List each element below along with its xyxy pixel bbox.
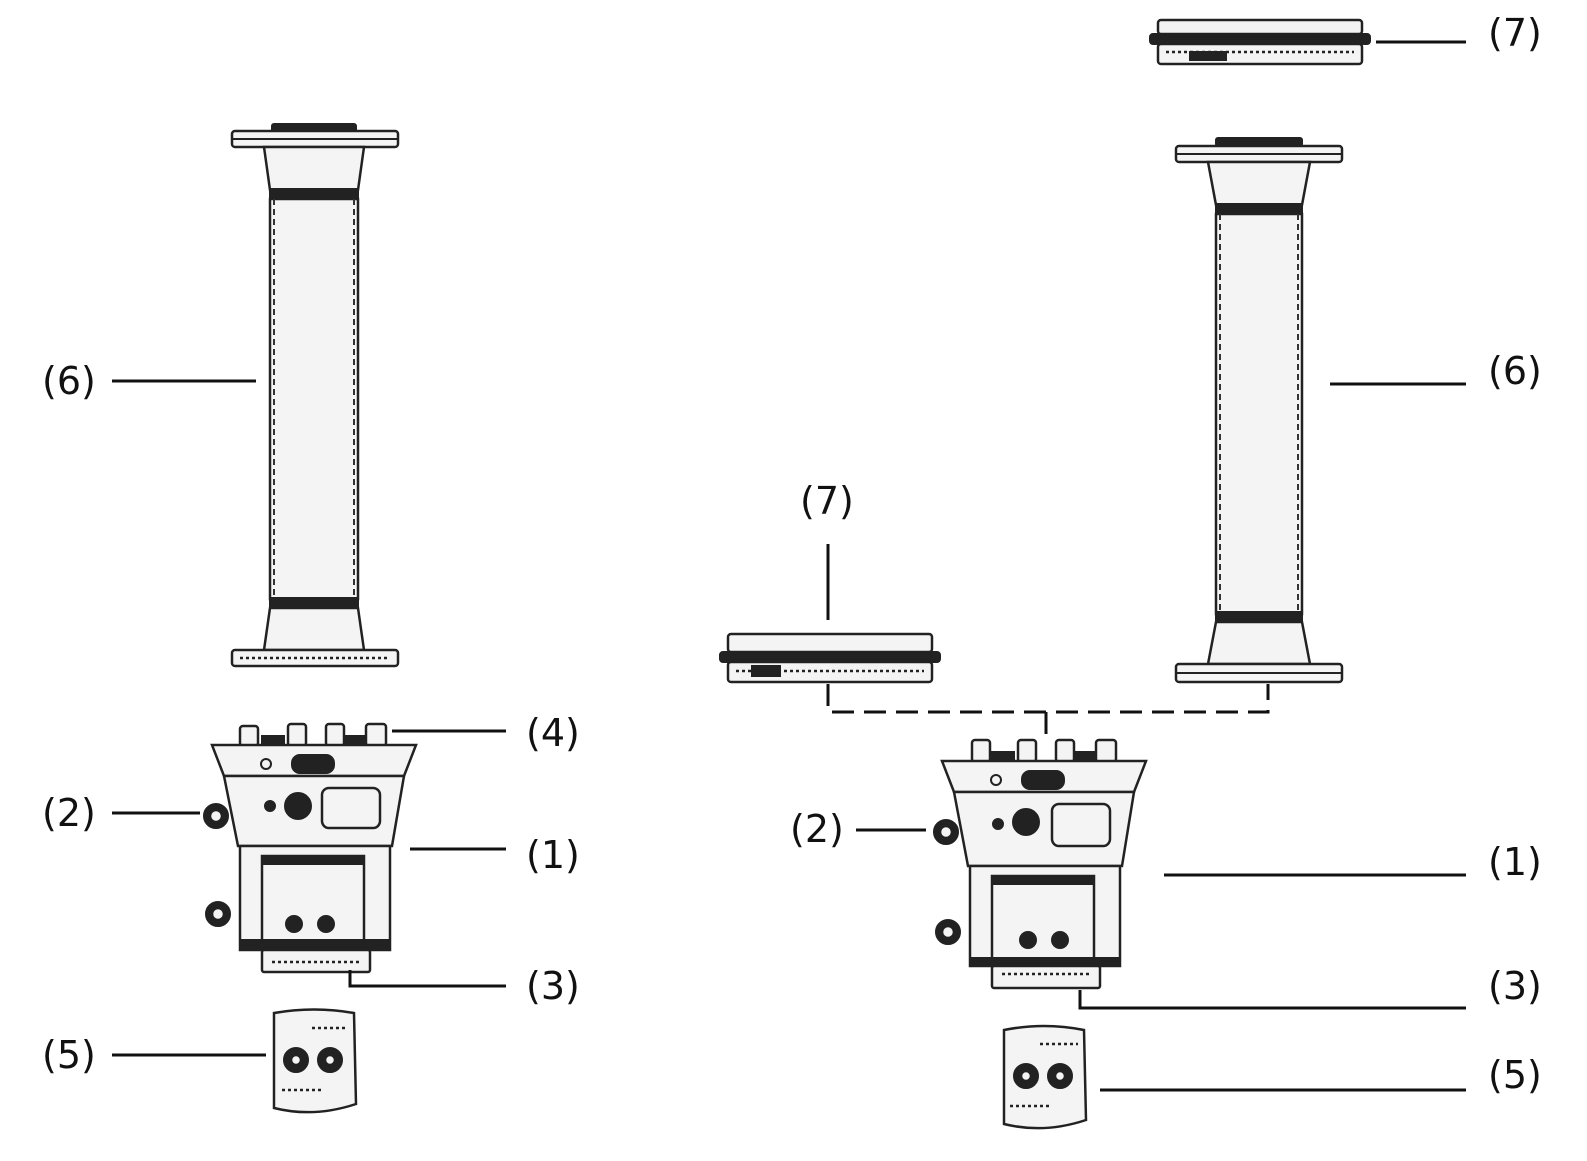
right-base-part-3 bbox=[990, 964, 1102, 990]
right-assembly: (7) (6) (7) (2) (1) (3) (5) bbox=[719, 11, 1542, 1130]
left-callout-5: (5) bbox=[42, 1033, 96, 1077]
right-callout-3: (3) bbox=[1488, 964, 1542, 1008]
right-assembly-path bbox=[826, 684, 1270, 714]
left-callout-3: (3) bbox=[526, 964, 580, 1008]
left-tube-part-6 bbox=[230, 123, 400, 668]
right-cap-mid-part-7 bbox=[719, 632, 941, 684]
left-callout-2: (2) bbox=[42, 791, 96, 835]
left-callout-4: (4) bbox=[526, 711, 580, 755]
left-connector-part-5 bbox=[272, 1008, 358, 1114]
right-callout-5: (5) bbox=[1488, 1053, 1542, 1097]
left-base-part-3 bbox=[260, 948, 372, 974]
right-connector-part-5 bbox=[1002, 1024, 1088, 1130]
right-callout-7-top: (7) bbox=[1488, 11, 1542, 55]
right-callout-7-mid: (7) bbox=[800, 479, 854, 523]
right-cap-top-part-7 bbox=[1149, 18, 1371, 66]
left-leader-3 bbox=[348, 970, 506, 988]
left-assembly: (6) (4) (2) (1) (3) (5) bbox=[42, 123, 580, 1114]
left-callout-1: (1) bbox=[526, 833, 580, 877]
left-body-part-1 bbox=[203, 722, 418, 952]
right-tube-part-6 bbox=[1174, 137, 1344, 684]
right-body-part-1 bbox=[933, 738, 1148, 968]
right-leader-3 bbox=[1078, 990, 1466, 1010]
right-callout-6: (6) bbox=[1488, 349, 1542, 393]
right-callout-1: (1) bbox=[1488, 840, 1542, 884]
right-callout-2: (2) bbox=[790, 807, 844, 851]
left-callout-6: (6) bbox=[42, 359, 96, 403]
